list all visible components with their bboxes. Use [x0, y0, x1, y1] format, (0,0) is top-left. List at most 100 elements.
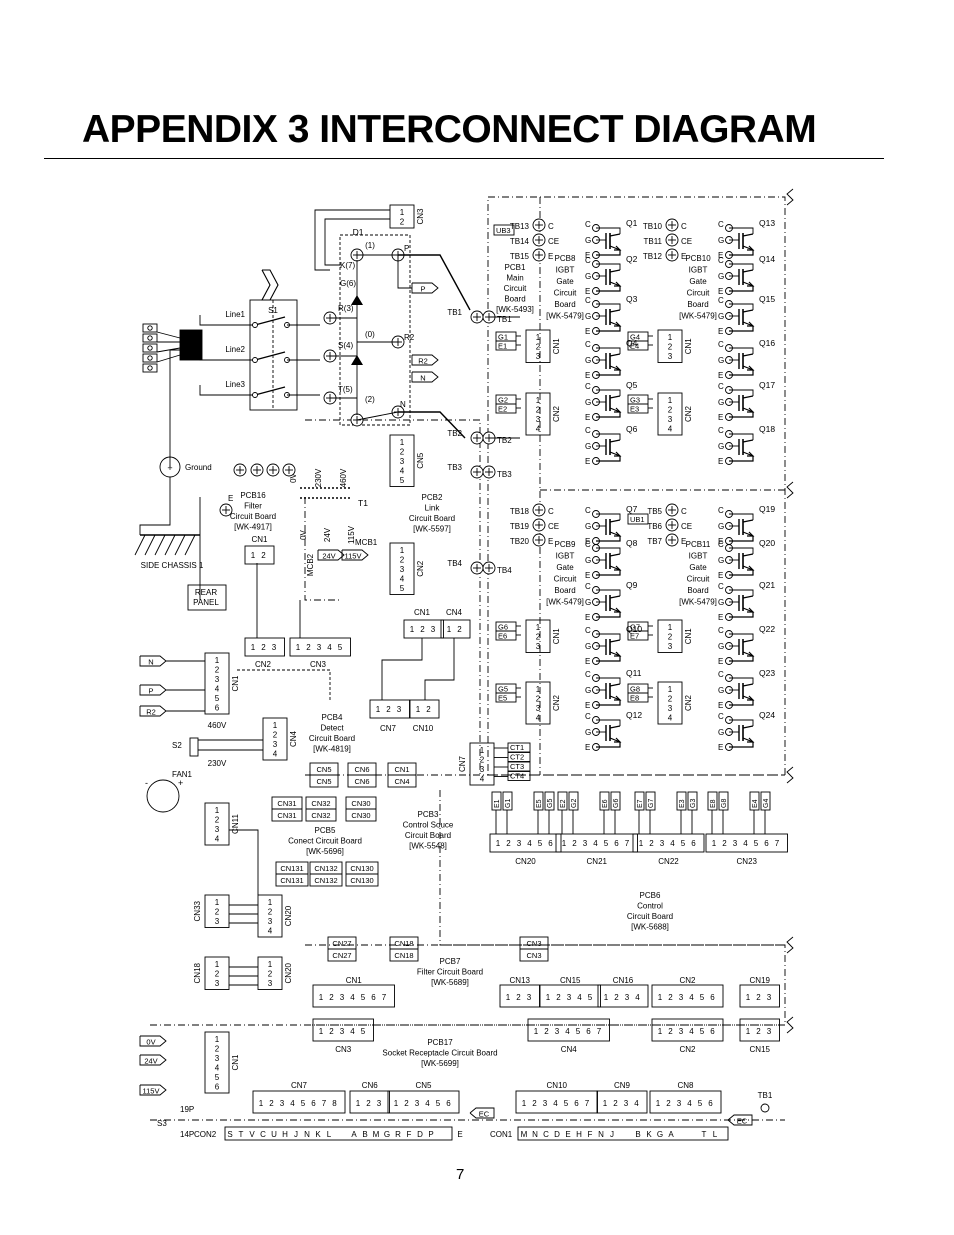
pin-number: 1: [273, 721, 278, 730]
igbt-arrow: [747, 451, 755, 457]
pin-number: 3: [480, 765, 485, 774]
pcb10-label: PCB10: [685, 254, 711, 263]
pin-number: 1: [712, 839, 717, 848]
con1-letter: J: [610, 1130, 614, 1139]
pcb6-tag: [645, 791, 656, 811]
pin-number: 2: [268, 908, 273, 917]
pcb5-label: [WK-5696]: [306, 847, 344, 856]
cn2-row-label: CN2: [255, 660, 272, 669]
igbt-arrow: [614, 651, 622, 657]
cn4-center-label: CN4: [446, 608, 463, 617]
igbt-e-label: E: [585, 457, 590, 466]
pin-number: 2: [556, 993, 561, 1002]
connector-label: CN1: [251, 535, 268, 544]
igbt-c-label: C: [585, 626, 591, 635]
pin-number: 6: [708, 1099, 713, 1108]
igbt-e-leg: [729, 365, 754, 376]
pin-number: 3: [767, 993, 772, 1002]
pcb6-tag-label: G4: [763, 799, 770, 808]
pin-number: 3: [543, 1099, 548, 1108]
igbt-e-leg: [729, 281, 754, 292]
igbt-e-label: E: [585, 613, 590, 622]
igbt-g-label: G: [585, 522, 591, 531]
flag-115v-v: 115V: [345, 552, 362, 561]
igbt-label: Q7: [626, 504, 638, 514]
pcb1-label: [WK-5493]: [496, 305, 534, 314]
pin-number: 1: [668, 623, 673, 632]
connector-label: CN33: [193, 900, 202, 921]
igbt-e-label: E: [585, 657, 590, 666]
tb-right-label: TB3: [497, 470, 512, 479]
igbt-collector: [729, 633, 754, 640]
pin-number: 1: [215, 960, 220, 969]
con2-letter: A: [351, 1130, 357, 1139]
plug-pin: [142, 333, 158, 343]
igbt-arrow: [614, 245, 622, 251]
tb-left-label: TB4: [447, 559, 462, 568]
pin-number: 2: [269, 1099, 274, 1108]
pin-number: 4: [215, 835, 220, 844]
igbt-e-leg: [596, 321, 621, 332]
chassis-hatch: [174, 534, 186, 556]
pin-number: 2: [426, 705, 431, 714]
pin-number: 1: [251, 643, 256, 652]
igbt-e-label: E: [585, 701, 590, 710]
harness-run: [424, 638, 455, 700]
connector-label: CN11: [231, 814, 240, 834]
con2-letter: E: [457, 1130, 462, 1139]
rect-n2: (2): [365, 395, 375, 404]
pin-number: 4: [527, 839, 532, 848]
connector-label: CN3: [416, 208, 425, 225]
pin-number: 2: [400, 556, 405, 565]
igbt-collector: [596, 719, 621, 726]
pin-number: 3: [624, 1099, 629, 1108]
plug-contact: [147, 335, 153, 341]
flag-outline: [411, 282, 439, 294]
pcb5-conn-top: CN32: [311, 799, 330, 808]
gate-tag-e: E1: [498, 342, 507, 351]
pin-number: 1: [668, 685, 673, 694]
rear-panel-label: PANEL: [193, 598, 219, 607]
pcb7-row-box: [499, 984, 540, 1008]
igbt-label: Q4: [626, 338, 638, 348]
igbt-e-leg: [596, 407, 621, 418]
pcb16-label: Filter: [244, 502, 262, 511]
line-label: Line1: [225, 310, 245, 319]
switch-blade: [254, 351, 286, 361]
con2-letter: N: [304, 1130, 310, 1139]
pin-number: 2: [215, 908, 220, 917]
pcb16-label: Circuit Board: [230, 512, 276, 521]
cce-label: CE: [681, 237, 692, 246]
igbt-g-label: G: [585, 442, 591, 451]
pcb16-cn1: [244, 545, 275, 565]
pcb11-label: Gate: [689, 563, 707, 572]
pcb7-row-label: CN16: [613, 976, 634, 985]
con1-letter: N: [598, 1130, 604, 1139]
igbt-c-leg: [609, 269, 621, 273]
pin-number: 4: [577, 993, 582, 1002]
igbt-g-label: G: [718, 236, 724, 245]
igbt-g-label: G: [718, 556, 724, 565]
igbt-arrow: [747, 651, 755, 657]
igbt-arrow: [747, 695, 755, 701]
connector-label: CN7: [458, 755, 467, 772]
pcb17-row-box: [527, 1018, 610, 1042]
con1-label: CON1: [490, 1130, 513, 1139]
igbt-label: Q13: [759, 218, 775, 228]
pcb7-label: [WK-5689]: [431, 978, 469, 987]
gate-tag: [627, 692, 649, 703]
igbt-collector: [729, 589, 754, 596]
pin-number: 2: [386, 705, 391, 714]
con1-letter: H: [576, 1130, 582, 1139]
gate-tag-g: G6: [498, 623, 508, 632]
pcb6-tag: [760, 791, 771, 811]
pin-number: 3: [280, 1099, 285, 1108]
igbt-label: Q21: [759, 580, 775, 590]
pin-number: 5: [588, 993, 593, 1002]
igbt-e-label: E: [585, 371, 590, 380]
tb-lower-right: TB6: [647, 522, 662, 531]
igbt-collector: [596, 677, 621, 684]
con2-letter: K: [315, 1130, 321, 1139]
pin-number: 3: [555, 1027, 560, 1036]
pin-number: 3: [668, 352, 673, 361]
